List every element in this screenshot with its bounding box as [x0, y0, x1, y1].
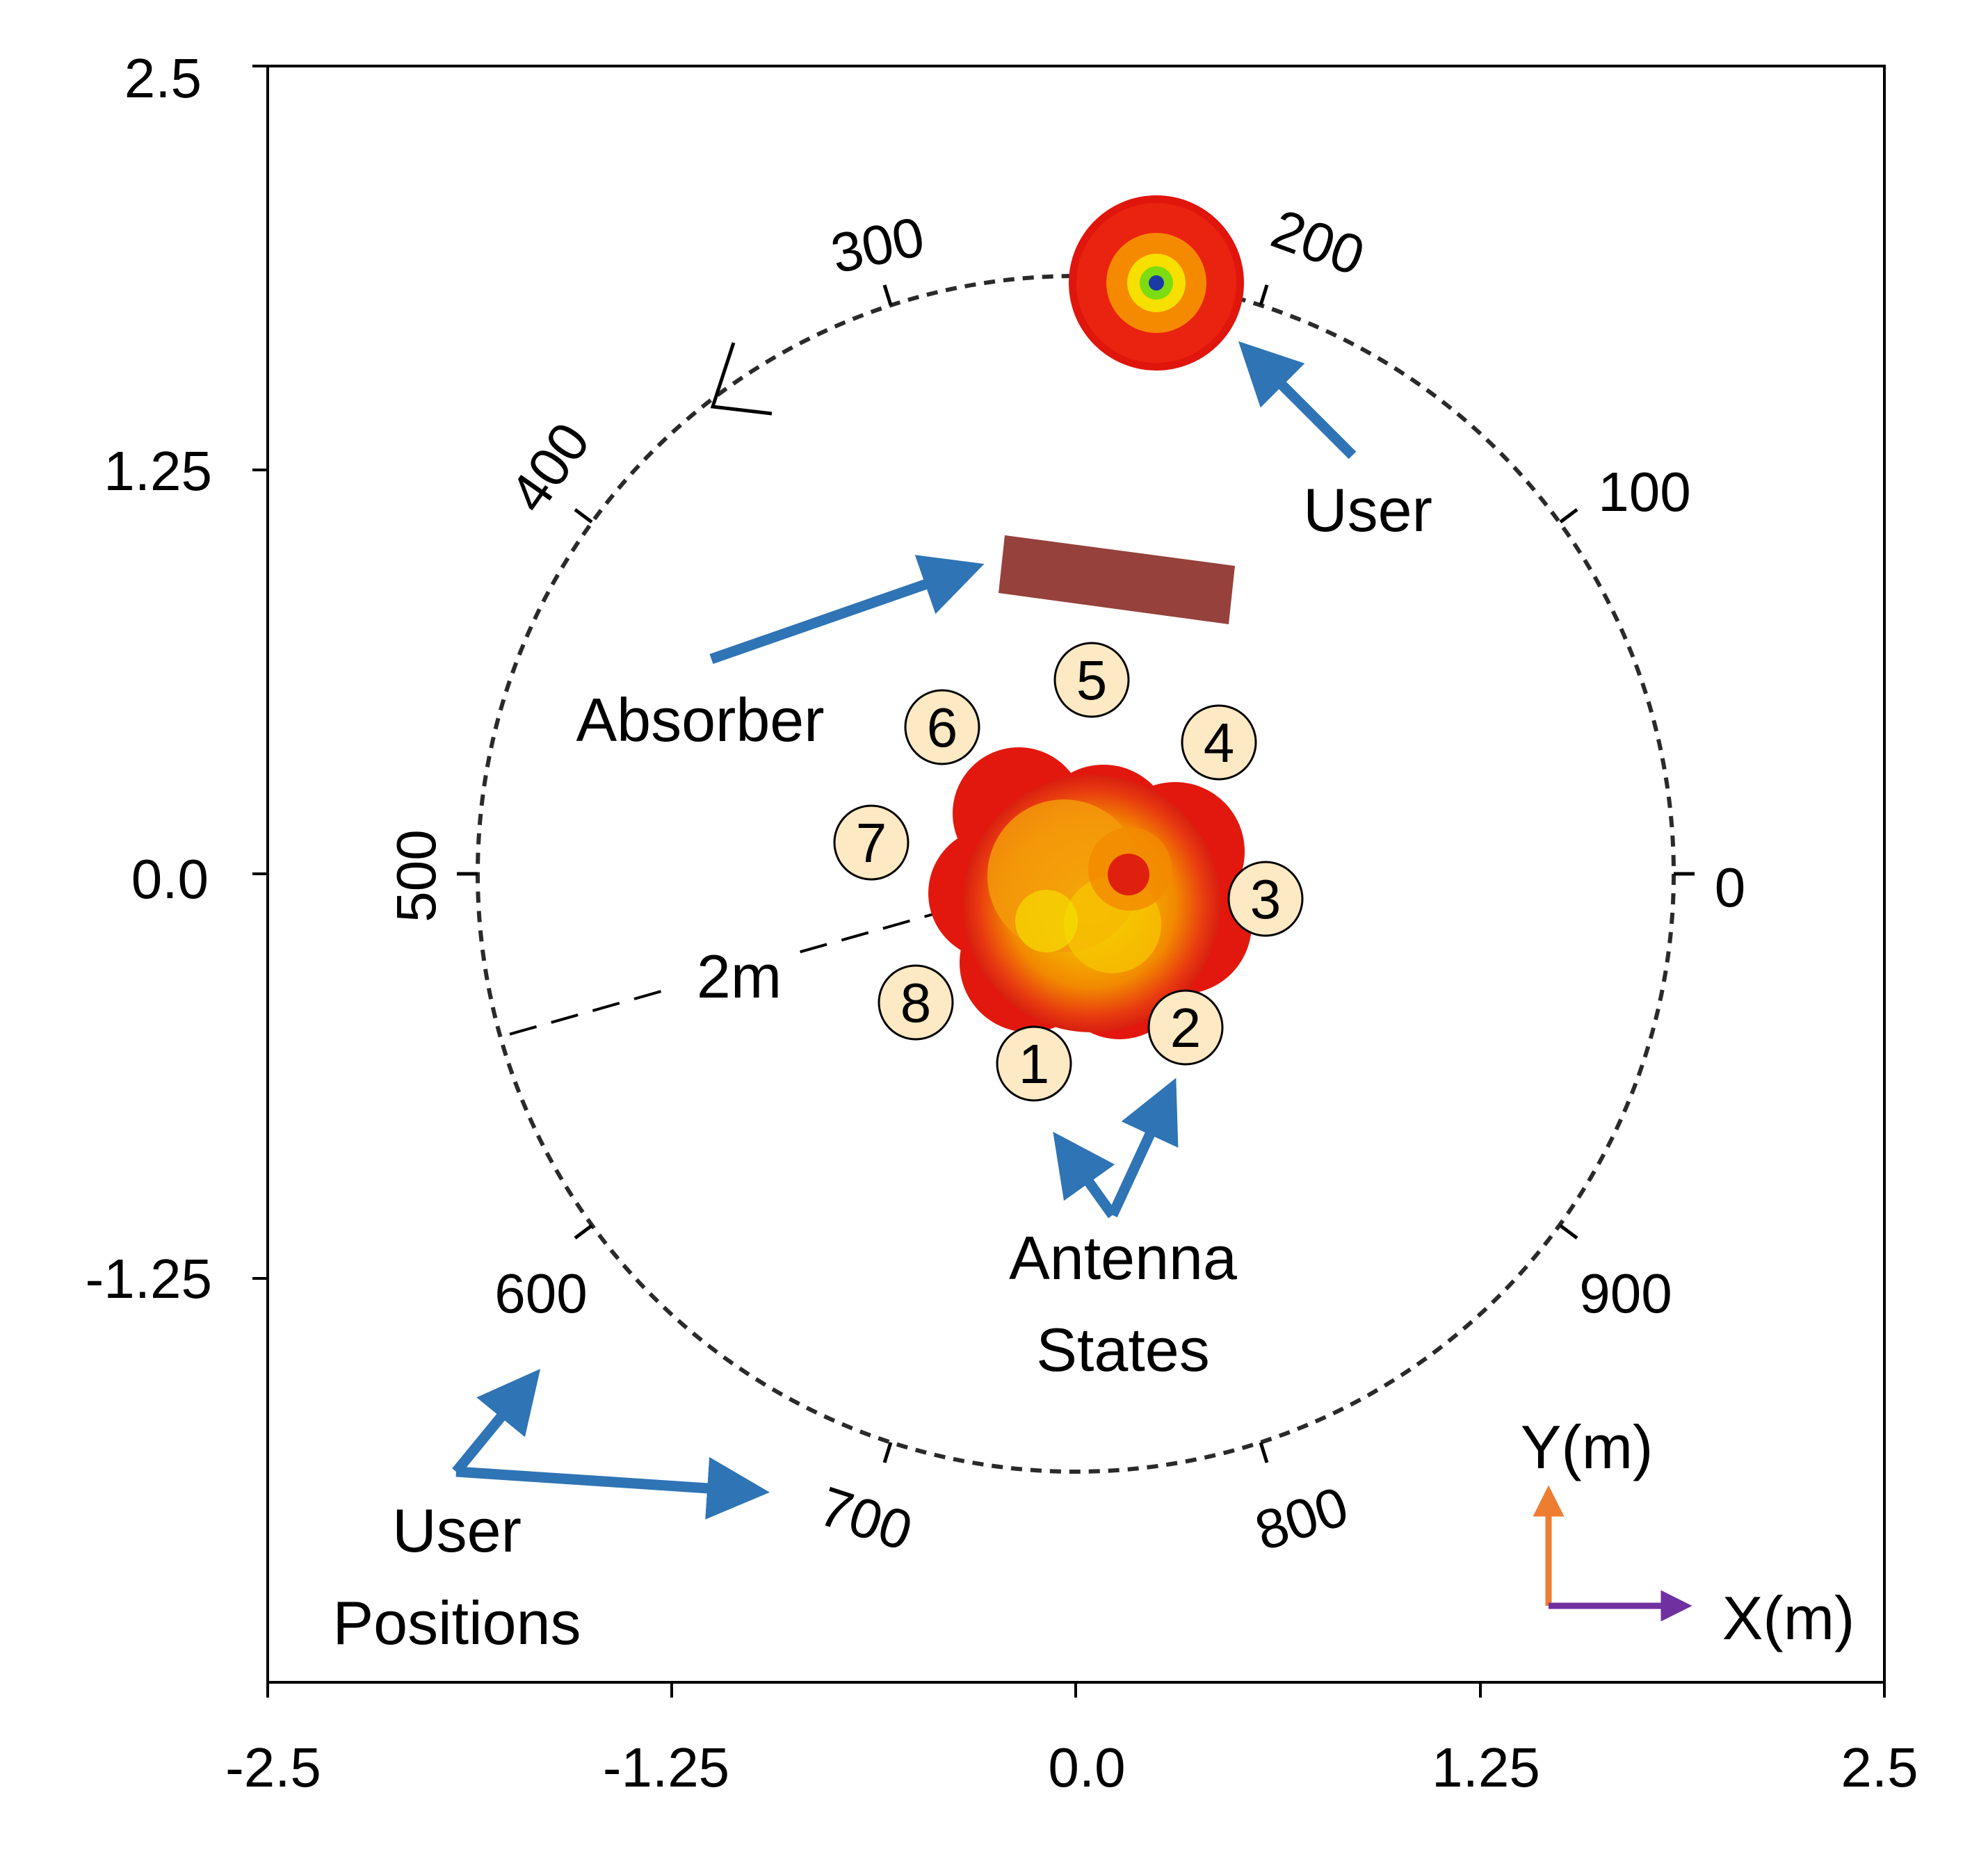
circle-label-700: 700 [812, 1475, 919, 1563]
y-tick-label: -1.25 [86, 1248, 212, 1310]
absorber-label: Absorber [576, 685, 824, 754]
radius-label: 2m [697, 942, 782, 1011]
circle-ticks [457, 284, 1695, 1463]
user-pattern [1069, 195, 1244, 371]
antenna-state-2-label: 2 [1170, 997, 1202, 1059]
x-axis-arrow-label: X(m) [1722, 1584, 1855, 1652]
x-tick-label: 1.25 [1432, 1737, 1540, 1798]
circle-label-0: 0 [1715, 856, 1746, 918]
antenna-state-badge-1: 1 [996, 1025, 1072, 1102]
x-tick-label: 2.5 [1841, 1737, 1918, 1798]
antenna-pattern [928, 747, 1252, 1039]
y-axis-arrow-label: Y(m) [1521, 1413, 1654, 1481]
x-tick-label: 0.0 [1048, 1737, 1125, 1798]
antenna-state-badge-6: 6 [904, 689, 980, 765]
antenna-states-arrow-left [1053, 1132, 1117, 1219]
radius-label-bg [671, 938, 796, 1011]
antenna-states-label-line1: Antenna [1009, 1223, 1237, 1292]
antenna-state-3-label: 3 [1250, 868, 1282, 930]
antenna-state-5-label: 5 [1076, 649, 1108, 711]
direction-chevron-icon [710, 342, 773, 416]
circle-label-500: 500 [385, 829, 447, 922]
circle-label-200: 200 [1264, 197, 1373, 287]
absorber-block [999, 535, 1235, 624]
antenna-state-6-label: 6 [927, 697, 958, 758]
antenna-state-badge-5: 5 [1053, 642, 1130, 718]
user-positions-arrow-up [452, 1369, 541, 1475]
antenna-state-badge-3: 3 [1227, 861, 1304, 937]
user-positions-label-line1: User [392, 1496, 522, 1565]
antenna-state-1-label: 1 [1019, 1033, 1050, 1095]
antenna-state-badge-4: 4 [1181, 704, 1257, 781]
user-label: User [1303, 475, 1432, 544]
user-arrow [1238, 341, 1357, 460]
antenna-state-badge-7: 7 [833, 804, 910, 881]
circle-label-600: 600 [494, 1262, 587, 1324]
user-positions-label-line2: Positions [332, 1588, 581, 1657]
antenna-state-8-label: 8 [900, 972, 932, 1034]
antenna-states-arrow-right [1108, 1078, 1179, 1218]
y-tick-label: 0.0 [131, 848, 209, 910]
antenna-state-4-label: 4 [1204, 712, 1235, 774]
x-axis-ticks [266, 1682, 1886, 1698]
circle-label-400: 400 [498, 412, 601, 523]
absorber-arrow [709, 555, 985, 665]
circle-label-900: 900 [1579, 1262, 1672, 1324]
antenna-states-label-line2: States [1036, 1315, 1209, 1384]
circle-label-300: 300 [826, 205, 930, 285]
antenna-state-badge-8: 8 [878, 964, 954, 1041]
y-axis-ticks [252, 65, 268, 1280]
y-tick-label: 1.25 [104, 440, 212, 502]
user-positions-arrow-right [455, 1456, 770, 1520]
x-tick-label: -2.5 [225, 1737, 321, 1798]
y-tick-label: 2.5 [124, 47, 202, 109]
x-tick-label: -1.25 [603, 1737, 729, 1798]
circle-label-100: 100 [1598, 461, 1690, 523]
circle-label-800: 800 [1248, 1475, 1355, 1563]
antenna-state-badge-2: 2 [1147, 989, 1224, 1066]
annotation-arrows [452, 341, 1357, 1520]
antenna-state-7-label: 7 [856, 812, 887, 874]
